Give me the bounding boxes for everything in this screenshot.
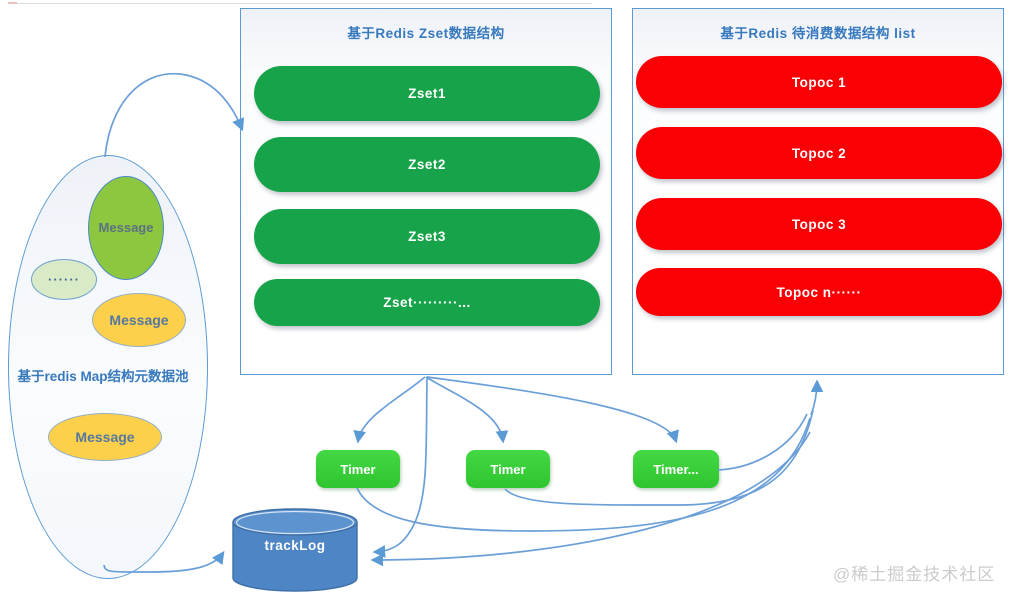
arrow-into-topic-panel	[810, 379, 824, 416]
zset-node-3: Zset3	[254, 209, 600, 264]
timer-node-3: Timer...	[633, 450, 719, 488]
topic-node-more: Topoc n······	[636, 268, 1002, 316]
topic-node-3: Topoc 3	[636, 198, 1002, 250]
cylinder-body	[232, 522, 358, 592]
top-divider-line	[10, 3, 592, 4]
line-timer3-to-topic-panel	[717, 413, 808, 471]
message-node-yellow-2: Message	[48, 413, 162, 461]
topic-node-1: Topoc 1	[636, 56, 1002, 108]
watermark: @稀土掘金技术社区	[833, 565, 996, 584]
message-node-dots: ······	[31, 259, 97, 300]
tracklog-database-cylinder	[232, 508, 358, 592]
arrow-zset-to-timer-3	[426, 376, 679, 444]
cylinder-top	[232, 508, 358, 536]
topic-panel: 基于Redis 待消费数据结构 list Topoc 1 Topoc 2 Top…	[632, 8, 1004, 375]
metadata-pool-caption: 基于redis Map结构元数据池	[17, 369, 189, 384]
arrow-right-to-tracklog	[370, 431, 811, 567]
message-node-green: Message	[88, 176, 164, 280]
tracklog-label: trackLog	[264, 538, 326, 553]
topic-panel-title: 基于Redis 待消费数据结构 list	[720, 26, 916, 41]
zset-node-1: Zset1	[254, 66, 600, 121]
arrow-zset-to-timer-2	[425, 376, 509, 444]
arrow-pool-to-zset-panel	[104, 72, 245, 158]
line-timer1-to-topic-panel	[356, 417, 811, 532]
zset-node-more: Zset·········...	[254, 279, 600, 326]
arrow-zset-to-timer-1	[353, 376, 426, 444]
zset-node-2: Zset2	[254, 137, 600, 192]
message-node-yellow-1: Message	[92, 293, 186, 347]
cylinder-top-rim	[235, 510, 355, 535]
topic-node-2: Topoc 2	[636, 127, 1002, 179]
top-divider-tick	[8, 2, 17, 4]
zset-panel: 基于Redis Zset数据结构 Zset1 Zset2 Zset3 Zset·…	[240, 8, 612, 375]
timer-node-2: Timer	[466, 450, 550, 488]
zset-panel-title: 基于Redis Zset数据结构	[347, 26, 505, 41]
timer-node-1: Timer	[316, 450, 400, 488]
